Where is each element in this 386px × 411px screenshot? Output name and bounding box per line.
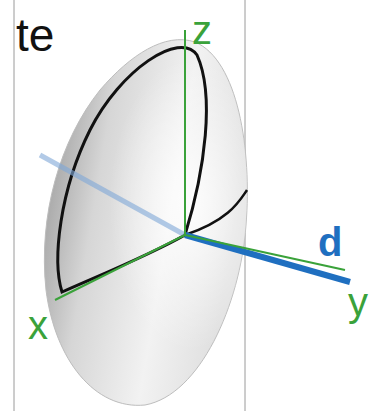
cross-section-curve xyxy=(185,190,247,235)
cut-off-text: te xyxy=(16,12,54,58)
dipole-axis-hidden xyxy=(40,155,185,235)
axis-label: y xyxy=(348,282,368,322)
torus-surface xyxy=(44,40,247,406)
surface-highlight xyxy=(44,40,247,406)
z-axis xyxy=(184,30,186,235)
axis-label: x xyxy=(28,305,48,345)
x-axis xyxy=(55,235,185,300)
dipole-label: d xyxy=(318,222,342,262)
axis-label: z xyxy=(192,10,212,50)
frame-line xyxy=(14,0,15,411)
